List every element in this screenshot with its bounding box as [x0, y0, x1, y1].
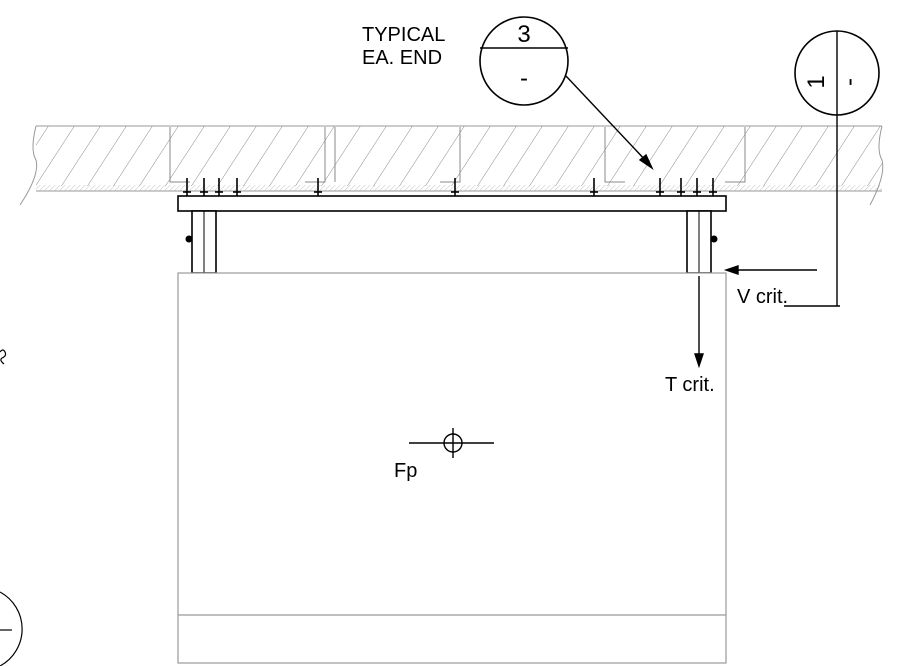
concrete-deck	[19, 125, 884, 206]
deck-break-right	[869, 125, 884, 206]
callout-note-line2: EA. END	[362, 47, 442, 69]
callout-leader	[565, 75, 654, 170]
callout-note-line1: TYPICAL	[362, 24, 445, 46]
tension-label: T crit.	[665, 374, 715, 396]
deck-hatch	[36, 126, 882, 186]
section-marker[interactable]: 1 -	[794, 30, 880, 306]
section-sheet: -	[836, 78, 863, 86]
detail-callout[interactable]: 3 -	[479, 16, 569, 106]
left-edge-partial-marks	[0, 349, 23, 666]
shear-arrow	[723, 265, 817, 275]
deck-break-left	[19, 125, 38, 206]
left-hanger-clip	[185, 210, 217, 274]
shear-label: V crit.	[737, 286, 788, 308]
deck-flutes	[169, 127, 746, 183]
equipment-unit	[177, 272, 727, 664]
seismic-force-label: Fp	[394, 460, 417, 482]
deck-soffit-hatch	[36, 185, 882, 191]
detail-sheet: -	[520, 65, 528, 92]
center-of-gravity-symbol	[409, 428, 494, 458]
tension-arrow	[694, 276, 704, 369]
right-hanger-clip	[686, 210, 718, 274]
detail-bubble	[479, 16, 569, 106]
support-channel	[177, 195, 727, 212]
anchor-bolts	[183, 178, 717, 196]
detail-number: 3	[517, 21, 530, 48]
section-number: 1	[803, 75, 830, 88]
